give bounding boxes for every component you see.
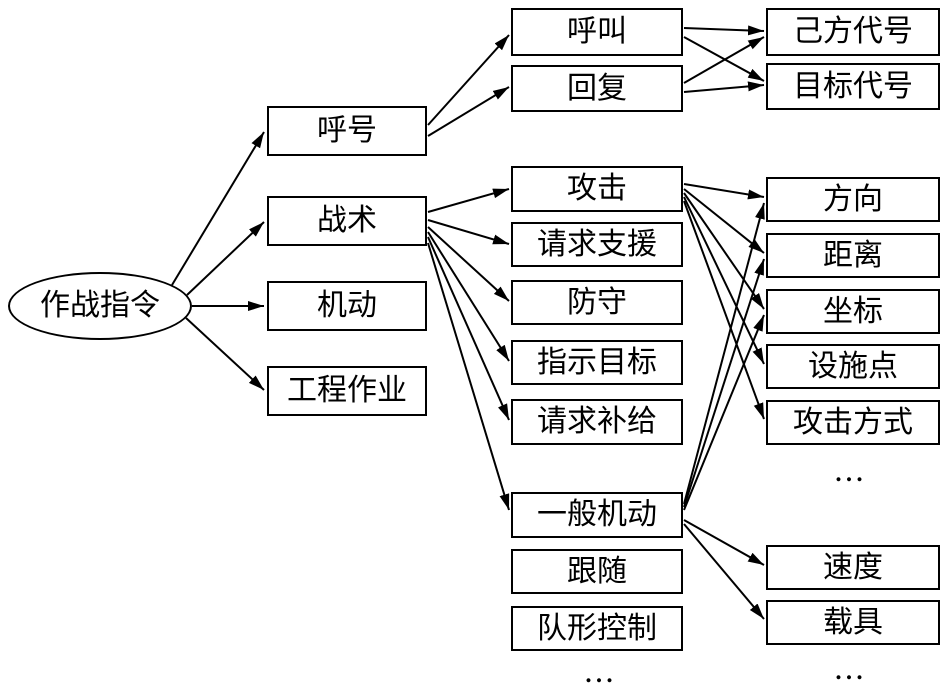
node-follow: 跟随 xyxy=(511,549,683,594)
edge-tactics-request-supply xyxy=(427,236,510,421)
node-request-support: 请求支援 xyxy=(511,222,683,267)
edge-attack-direction xyxy=(683,183,765,200)
node-coordinates: 坐标 xyxy=(766,289,940,334)
ellipsis-right-top: ... xyxy=(834,452,866,489)
edge-tactics-defend xyxy=(427,226,510,302)
edge-attack-distance xyxy=(683,188,765,254)
edge-general-maneuver-vehicle xyxy=(683,523,765,620)
node-vehicle: 载具 xyxy=(766,600,940,645)
node-callsign: 呼号 xyxy=(267,106,427,156)
edge-callsign-call xyxy=(427,34,510,126)
node-formation-control: 队形控制 xyxy=(511,606,683,651)
edge-tactics-attack xyxy=(427,188,510,213)
node-root: 作战指令 xyxy=(8,272,192,340)
ellipsis-right-bottom: ... xyxy=(834,650,866,687)
edge-tactics-general-maneuver xyxy=(427,242,510,511)
edge-general-maneuver-distance xyxy=(683,258,765,508)
edge-root-callsign xyxy=(171,131,265,286)
node-distance: 距离 xyxy=(766,233,940,278)
node-attack-mode: 攻击方式 xyxy=(766,400,940,445)
edge-root-tactics xyxy=(186,221,265,296)
node-maneuver: 机动 xyxy=(267,281,427,331)
edge-reply-target-code xyxy=(683,81,765,93)
edge-general-maneuver-coordinates xyxy=(683,314,765,511)
edge-call-target-code xyxy=(683,36,765,82)
edge-reply-own-code xyxy=(683,36,765,84)
edge-root-engineering xyxy=(185,317,265,391)
edge-general-maneuver-direction xyxy=(683,202,765,505)
node-defend: 防守 xyxy=(511,280,683,325)
node-own-code: 己方代号 xyxy=(766,8,940,56)
node-engineering: 工程作业 xyxy=(267,366,427,416)
node-facility-point: 设施点 xyxy=(766,344,940,389)
edge-call-own-code xyxy=(683,25,765,36)
node-tactics: 战术 xyxy=(267,196,427,246)
edge-tactics-request-support xyxy=(427,219,510,245)
node-reply: 回复 xyxy=(511,65,683,112)
node-call: 呼叫 xyxy=(511,8,683,56)
edge-general-maneuver-speed xyxy=(683,519,765,566)
node-speed: 速度 xyxy=(766,545,940,590)
node-direction: 方向 xyxy=(766,177,940,222)
node-general-maneuver: 一般机动 xyxy=(511,492,683,538)
node-attack: 攻击 xyxy=(511,166,683,212)
edge-callsign-reply xyxy=(427,86,510,137)
node-target-code: 目标代号 xyxy=(766,63,940,110)
edge-tactics-designate-target xyxy=(427,231,510,362)
edge-attack-attack-mode xyxy=(683,200,765,420)
node-request-supply: 请求补给 xyxy=(511,399,683,445)
node-designate-target: 指示目标 xyxy=(511,340,683,385)
edge-attack-facility-point xyxy=(683,196,765,365)
ellipsis-middle-column: ... xyxy=(584,653,616,690)
edge-attack-coordinates xyxy=(683,192,765,310)
